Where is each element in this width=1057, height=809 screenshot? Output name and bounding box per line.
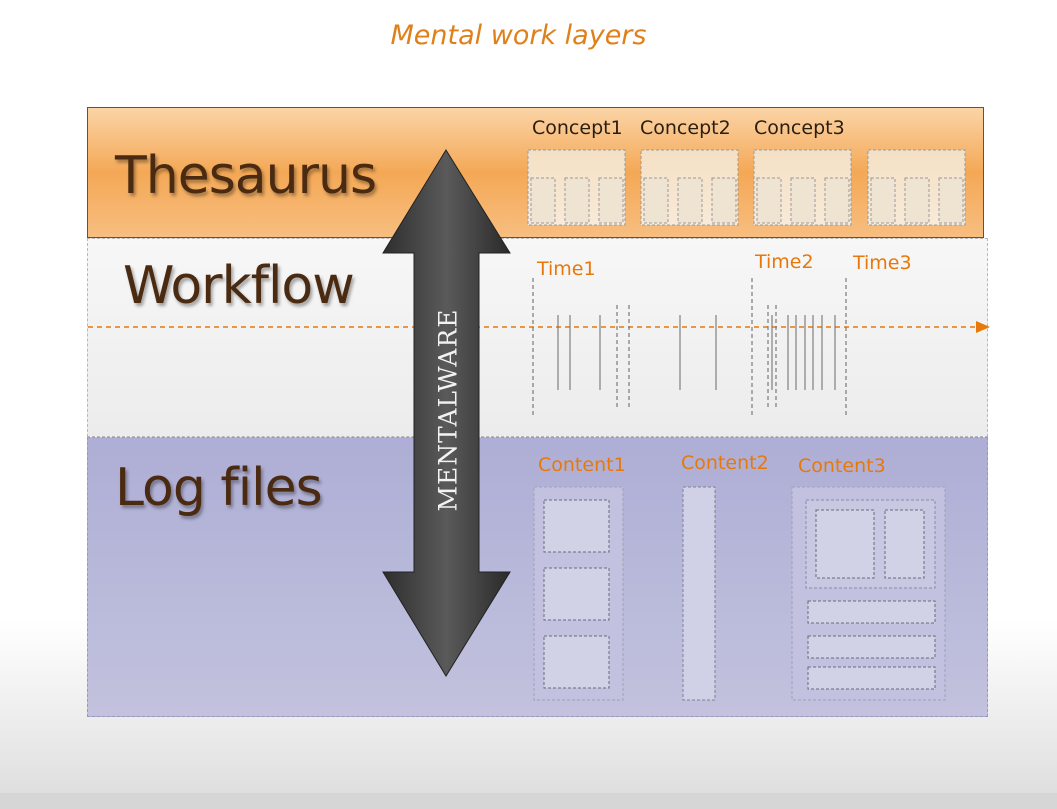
concept-label-1: Concept1	[532, 117, 623, 139]
bottom-strip	[0, 793, 1057, 809]
time-label-3: Time3	[853, 252, 912, 274]
concept-block-2	[640, 149, 739, 226]
diagram-title: Mental work layers	[390, 20, 647, 51]
content-block-1	[533, 486, 624, 701]
content-label-2: Content2	[681, 452, 769, 474]
workflow-layer	[87, 238, 988, 437]
thesaurus-label: Thesaurus	[115, 146, 377, 206]
content-block-3	[791, 486, 946, 701]
concept-block-1	[527, 149, 626, 226]
time-markers	[532, 278, 847, 415]
time-label-1: Time1	[537, 258, 596, 280]
time-label-2: Time2	[755, 251, 814, 273]
content-block-2	[682, 486, 716, 701]
event-ticks	[557, 315, 836, 390]
timeline-arrowhead	[976, 321, 990, 333]
workflow-label: Workflow	[123, 256, 355, 316]
log-files-label: Log files	[115, 458, 323, 518]
content-label-1: Content1	[538, 454, 626, 476]
concept-block-3	[753, 149, 852, 226]
concept-block-4	[867, 149, 966, 226]
content-label-3: Content3	[798, 455, 886, 477]
mentalware-arrow	[382, 149, 511, 677]
concept-label-3: Concept3	[754, 117, 845, 139]
concept-label-2: Concept2	[640, 117, 731, 139]
mentalware-label: MENTALWARE	[433, 308, 463, 512]
